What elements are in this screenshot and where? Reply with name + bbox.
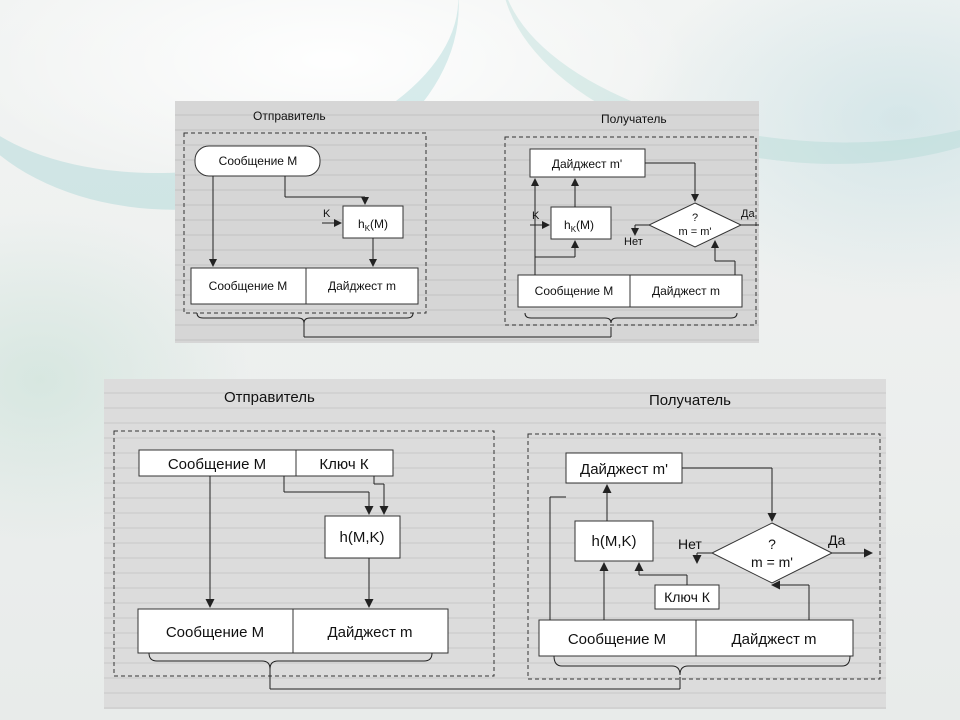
sender-frame [183,132,427,314]
group-brace [524,312,738,324]
input-message-label: Сообщение М [568,631,666,648]
computed-digest-label: Дайджест m' [552,157,622,171]
receiver-hash-block [574,520,654,562]
hash-block [324,515,401,559]
sender-frame [113,430,495,677]
group-brace [553,655,851,676]
comparison-question: ? [692,212,698,224]
receiver-key-label: K [532,210,540,222]
receiver-title: Получатель [649,392,731,409]
hash-block [342,205,404,239]
input-digest-label: Дайджест m [731,631,816,648]
top-diagram-canvas: Отправитель Сообщение М K hK(M) Сообщени… [183,109,759,338]
key-box [295,449,394,477]
input-message-box [538,619,697,657]
computed-digest-label: Дайджест m' [580,461,668,478]
key-label: Ключ К [319,456,368,473]
output-digest-label: Дайджест m [327,624,412,641]
bottom-diagram-canvas: Отправитель Сообщение М Ключ К h(M,K) Со… [113,389,881,690]
computed-digest-box [565,452,683,484]
output-digest-label: Дайджест m [328,279,396,293]
input-digest-label: Дайджест m [652,284,720,298]
receiver-frame [504,136,757,326]
message-terminal [194,145,321,177]
keyed-hash-diagram-bottom: Отправитель Сообщение М Ключ К h(M,K) Со… [104,379,886,709]
receiver-hash-block [550,206,612,240]
yes-label: Да [828,532,845,548]
input-digest-box [695,619,854,657]
message-label: Сообщение М [168,456,266,473]
message-box [138,449,297,477]
group-brace [148,652,433,670]
output-message-box [137,608,294,654]
receiver-key-label: Ключ К [664,589,711,605]
message-terminal-label: Сообщение М [219,154,298,168]
input-message-label: Сообщение М [535,284,614,298]
output-message-label: Сообщение М [209,279,288,293]
sender-title: Отправитель [224,389,315,406]
key-label: K [323,208,331,220]
output-digest-box [305,267,419,305]
no-label: Нет [678,536,702,552]
sender-title: Отправитель [253,109,326,123]
comparison-diamond [647,202,743,248]
comparison-diamond [710,522,834,584]
comparison-text: m = m' [751,554,793,570]
output-message-label: Сообщение М [166,624,264,641]
receiver-title: Получатель [601,112,667,126]
computed-digest-box [529,148,646,178]
receiver-frame [527,433,881,680]
comparison-question: ? [768,536,776,552]
hash-block-label: h(M,K) [340,529,385,546]
input-digest-box [629,274,743,308]
receiver-hash-label: h(M,K) [592,533,637,550]
no-label: Нет [624,236,643,248]
receiver-hash-label: hK(M) [564,218,594,234]
output-digest-box [292,608,449,654]
input-message-box [517,274,631,308]
output-message-box [190,267,307,305]
group-brace [196,312,414,324]
hash-block-label: hK(M) [358,217,388,233]
keyed-hash-diagram-top: Отправитель Сообщение М K hK(M) Сообщени… [175,101,759,343]
yes-label: Да [741,208,755,220]
comparison-text: m = m' [679,226,712,238]
